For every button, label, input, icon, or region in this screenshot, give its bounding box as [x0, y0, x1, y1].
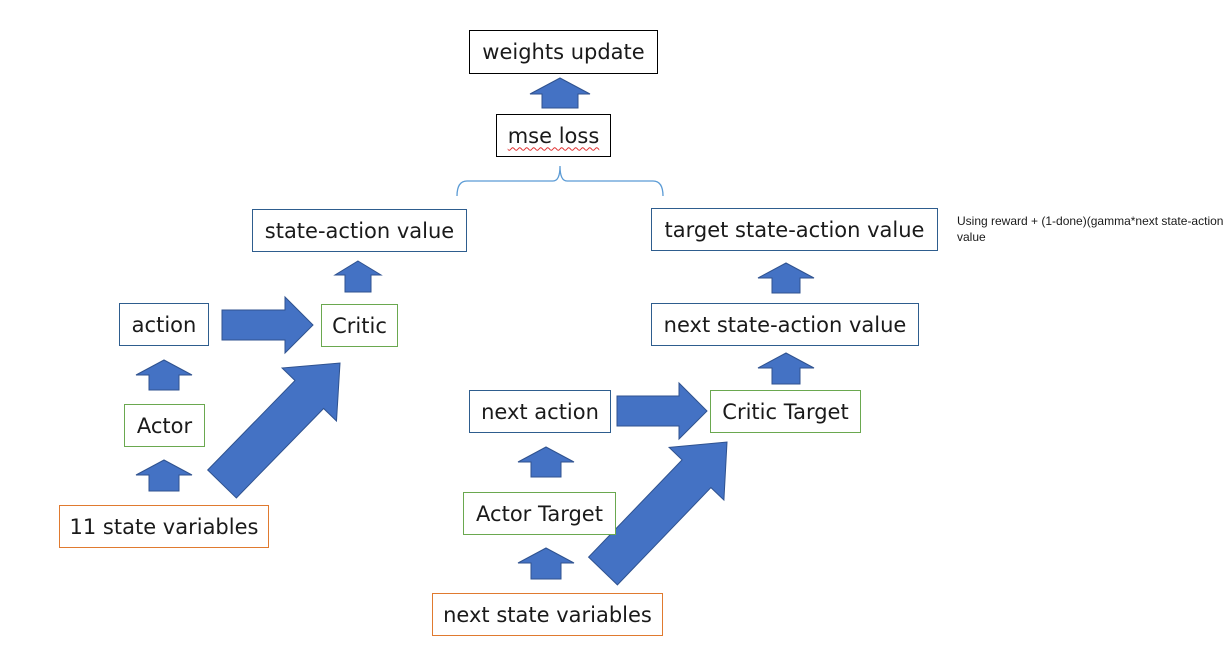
arrow-action-to-critic	[221, 295, 314, 355]
critic-target-label: Critic Target	[722, 399, 849, 424]
state-variables-label: 11 state variables	[69, 514, 259, 539]
arrow-state-variables-to-critic	[206, 362, 341, 499]
critic-label: Critic	[332, 313, 387, 338]
target-state-action-value-box: target state-action value	[651, 208, 938, 251]
actor-box: Actor	[124, 404, 205, 447]
arrow-up-to-action	[135, 359, 193, 391]
arrow-up-to-actor	[135, 459, 193, 492]
arrow-up-to-next-state-action-value	[757, 352, 815, 385]
action-box: action	[119, 303, 209, 346]
state-action-value-label: state-action value	[264, 218, 455, 243]
mse-loss-label: mse loss	[507, 123, 600, 148]
state-variables-box: 11 state variables	[59, 505, 269, 548]
next-state-variables-label: next state variables	[443, 602, 652, 627]
weights-update-label: weights update	[482, 40, 645, 64]
target-formula-note: Using reward + (1-done)(gamma*next state…	[957, 214, 1224, 244]
target-state-action-value-label: target state-action value	[664, 217, 925, 242]
arrow-up-to-weights-update	[529, 77, 591, 109]
brace-bracket	[456, 165, 664, 197]
action-label: action	[131, 312, 197, 337]
arrow-up-to-next-action	[517, 446, 575, 478]
next-state-action-value-label: next state-action value	[663, 312, 907, 337]
arrow-up-to-actor-target	[517, 547, 575, 580]
state-action-value-box: state-action value	[252, 209, 467, 252]
next-action-label: next action	[481, 399, 599, 424]
critic-target-box: Critic Target	[710, 390, 861, 433]
arrow-up-to-target-state-action-value	[757, 262, 815, 294]
next-state-action-value-box: next state-action value	[651, 303, 919, 346]
mse-loss-box: mse loss	[496, 114, 611, 157]
arrow-next-state-variables-to-critic-target	[587, 441, 728, 586]
arrow-up-to-state-action-value	[333, 260, 383, 293]
next-action-box: next action	[469, 390, 611, 433]
next-state-variables-box: next state variables	[432, 593, 663, 636]
actor-target-label: Actor Target	[476, 501, 603, 526]
actor-target-box: Actor Target	[463, 492, 616, 535]
weights-update-box: weights update	[469, 30, 658, 74]
arrow-next-action-to-critic-target	[616, 381, 708, 441]
critic-box: Critic	[321, 304, 398, 347]
actor-label: Actor	[136, 413, 193, 438]
